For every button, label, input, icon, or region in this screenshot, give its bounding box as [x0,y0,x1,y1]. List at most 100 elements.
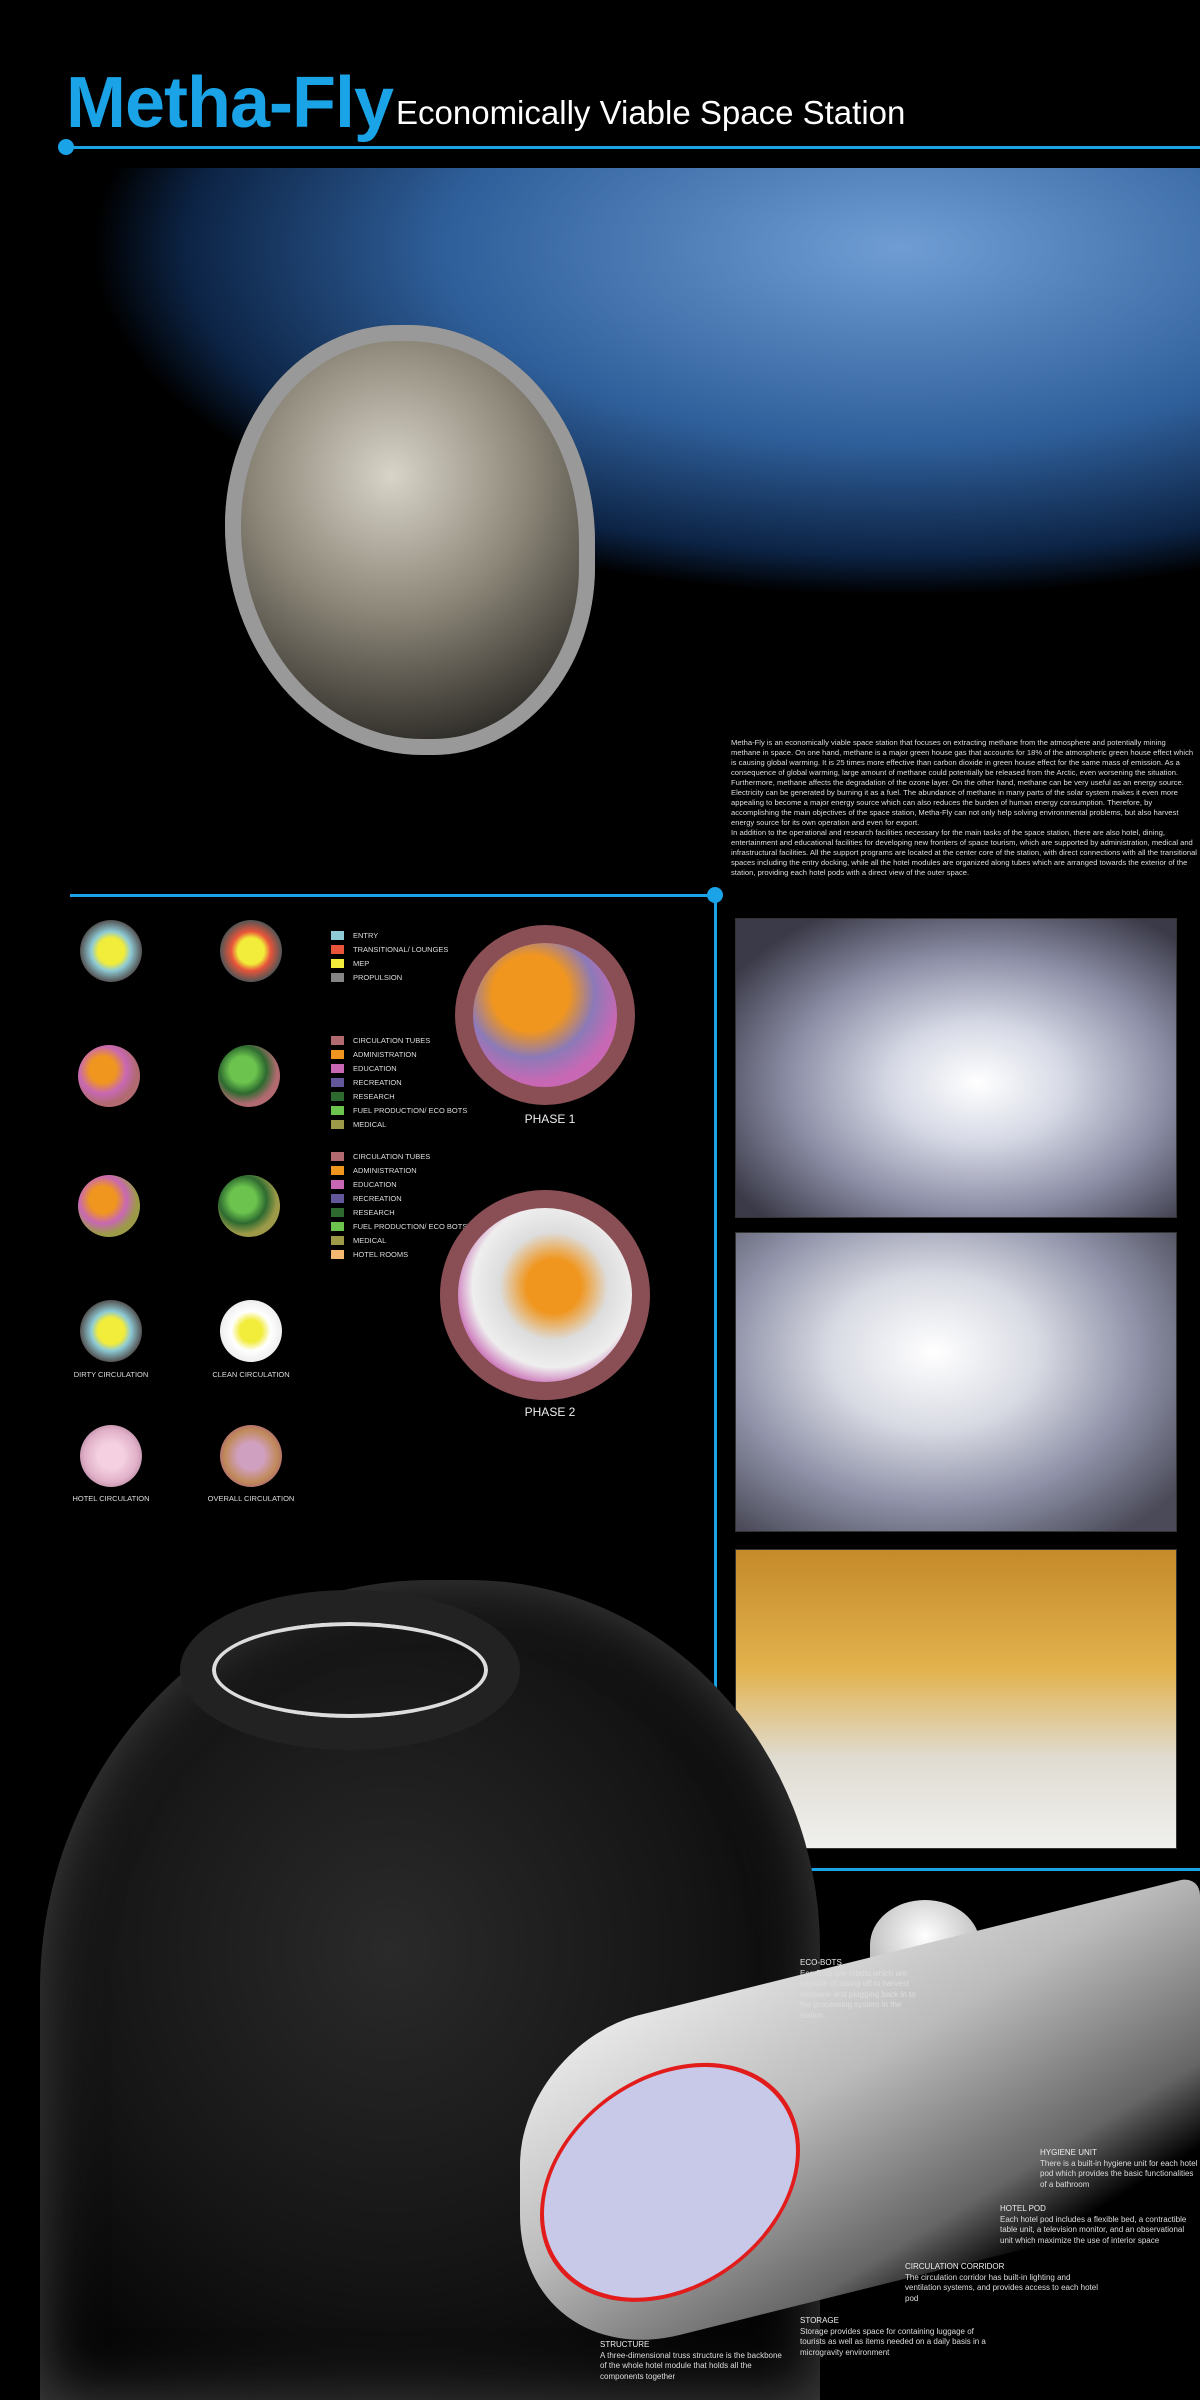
lower-divider [700,1868,1200,1871]
callout-title: HOTEL POD [1000,2204,1046,2213]
callout-text: Storage provides space for containing lu… [800,2326,986,2357]
title-divider [66,146,1200,149]
phase-2-label: PHASE 2 [524,1405,576,1419]
legend-item: RESEARCH [331,1205,467,1219]
legend-label: FUEL PRODUCTION/ ECO BOTS [353,1105,468,1115]
legend-label: CIRCULATION TUBES [353,1151,431,1161]
diagram-overall-circulation [220,1425,282,1487]
legend-item: ADMINISTRATION [331,1163,467,1177]
legend-label: FUEL PRODUCTION/ ECO BOTS [353,1221,468,1231]
interior-render-entry [735,918,1177,1218]
legend-swatch [331,1179,344,1189]
legend-swatch [331,1151,344,1161]
legend-item: MEP [331,956,448,970]
caption-clean-circulation: CLEAN CIRCULATION [212,1370,290,1379]
legend-label: EDUCATION [353,1179,397,1189]
legend-label: TRANSITIONAL/ LOUNGES [353,944,449,954]
callout-title: ECO-BOTS [800,1958,842,1967]
legend-swatch [331,1249,344,1259]
interior-render-circulation [735,1232,1177,1532]
callout-text: Each hotel pod includes a flexible bed, … [1000,2214,1187,2245]
callout-title: STORAGE [800,2316,839,2325]
legend-item: RECREATION [331,1075,467,1089]
legend-item: RESEARCH [331,1089,467,1103]
legend-label: EDUCATION [353,1063,397,1073]
legend-item: EDUCATION [331,1061,467,1075]
legend-swatch [331,958,344,968]
cutaway-section [540,2034,800,2330]
legend-label: MEP [353,958,370,968]
legend-swatch [331,1091,344,1101]
legend-swatch [331,1119,344,1129]
legend-swatch [331,1221,344,1231]
legend-swatch [331,930,344,940]
space-station-render [225,325,595,755]
legend-swatch [331,972,344,982]
callout-title: STRUCTURE [600,2340,650,2349]
legend-item: MEDICAL [331,1233,467,1247]
callout-title: HYGIENE UNIT [1040,2148,1097,2157]
earth-orbit-render [0,168,1200,728]
phase-1-label: PHASE 1 [524,1112,576,1126]
legend-label: CIRCULATION TUBES [353,1035,431,1045]
diagram-core-2 [220,920,282,982]
legend-swatch [331,1105,344,1115]
description-paragraph-2: In addition to the operational and resea… [731,828,1197,877]
diagram-program-1 [78,1045,140,1107]
poster-title: Metha-Fly [66,63,394,143]
phase-2-diagram [440,1190,650,1400]
legend-label: ADMINISTRATION [353,1049,417,1059]
callout-text: Eco-Bots are robots which are capable of… [800,1968,916,2020]
callout-text: A three-dimensional truss structure is t… [600,2350,782,2381]
legend-item: RECREATION [331,1191,467,1205]
legend-item: MEDICAL [331,1117,467,1131]
legend-item: ENTRY [331,928,448,942]
legend-label: PROPULSION [353,972,403,982]
legend-item: ADMINISTRATION [331,1047,467,1061]
legend-label: HOTEL ROOMS [353,1249,409,1259]
callout-text: There is a built-in hygiene unit for eac… [1040,2158,1198,2189]
legend-swatch [331,1235,344,1245]
description-paragraph-1: Metha-Fly is an economically viable spac… [731,738,1194,827]
section-divider [70,894,715,897]
callout-text: The circulation corridor has built-in li… [905,2272,1098,2303]
divider-dot [58,139,74,155]
legend-label: MEDICAL [353,1235,387,1245]
legend-swatch [331,1207,344,1217]
legend-hotel: CIRCULATION TUBES ADMINISTRATION EDUCATION… [331,1149,467,1261]
legend-label: RECREATION [353,1077,402,1087]
legend-swatch [331,1049,344,1059]
diagram-core-1 [80,920,142,982]
legend-label: RESEARCH [353,1091,395,1101]
legend-swatch [331,1193,344,1203]
legend-item: HOTEL ROOMS [331,1247,467,1261]
legend-item: CIRCULATION TUBES [331,1149,467,1163]
station-torus-ring [180,1590,520,1750]
legend-core: ENTRY TRANSITIONAL/ LOUNGES MEP PROPULSI… [331,928,448,984]
vertical-divider [714,895,717,1870]
legend-label: MEDICAL [353,1119,387,1129]
legend-swatch [331,1077,344,1087]
poster-subtitle: Economically Viable Space Station [396,94,906,131]
diagram-program-2 [218,1045,280,1107]
legend-label: RECREATION [353,1193,402,1203]
legend-swatch [331,944,344,954]
legend-item: PROPULSION [331,970,448,984]
interior-render-atrium [735,1549,1177,1849]
callout-title: CIRCULATION CORRIDOR [905,2262,1005,2271]
project-description: Metha-Fly is an economically viable spac… [731,738,1197,878]
legend-swatch [331,1035,344,1045]
legend-label: ADMINISTRATION [353,1165,417,1175]
legend-label: ENTRY [353,930,379,940]
legend-item: EDUCATION [331,1177,467,1191]
legend-item: FUEL PRODUCTION/ ECO BOTS [331,1103,467,1117]
legend-item: TRANSITIONAL/ LOUNGES [331,942,448,956]
diagram-hotel-circulation [80,1425,142,1487]
caption-dirty-circulation: DIRTY CIRCULATION [73,1370,149,1379]
legend-swatch [331,1165,344,1175]
diagram-clean-circulation [220,1300,282,1362]
